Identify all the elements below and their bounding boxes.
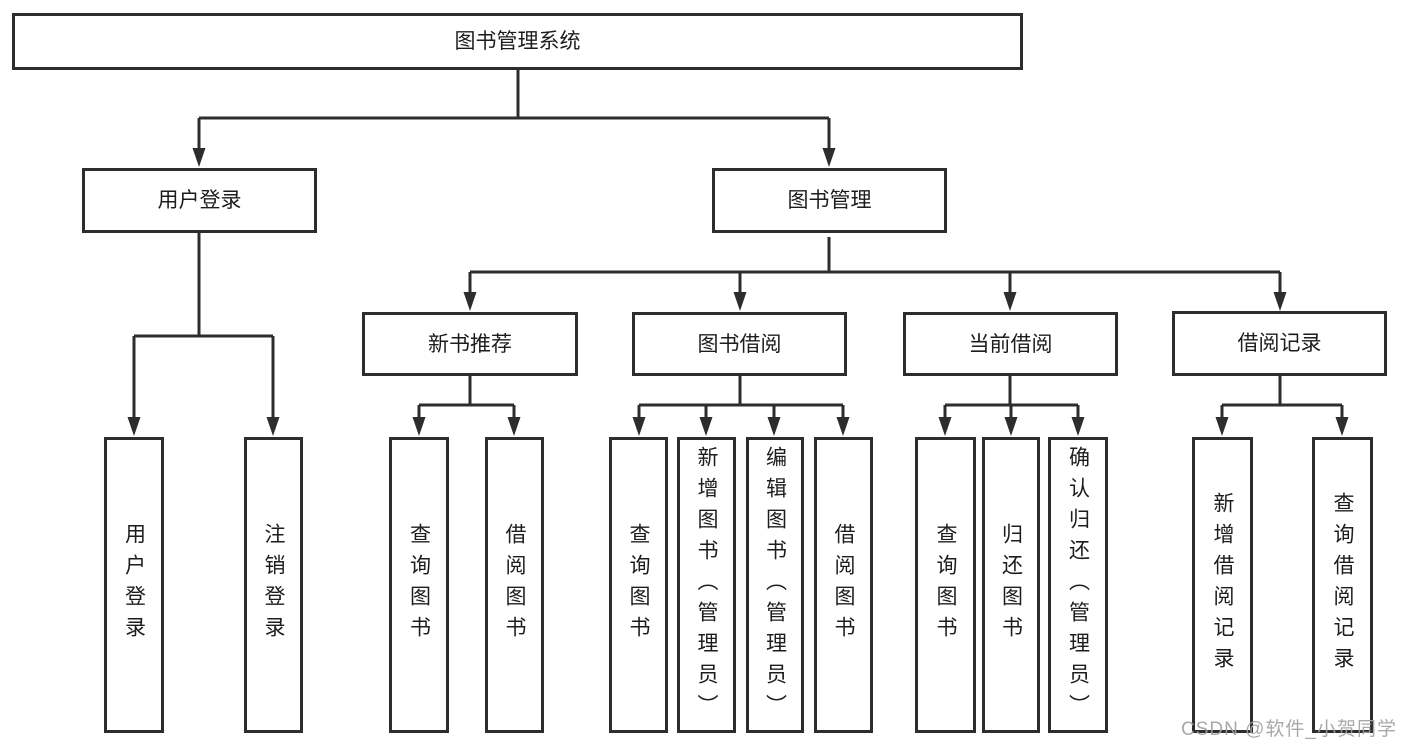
leaf-query-borrow-record-label: 查询借阅记录 bbox=[1331, 492, 1354, 678]
node-library-system-label: 图书管理系统 bbox=[454, 30, 581, 53]
leaf-borrow-books-recommend-label: 借阅图书 bbox=[503, 523, 526, 647]
leaf-user-login: 用户登录 bbox=[104, 437, 164, 733]
leaf-query-books-current: 查询图书 bbox=[915, 437, 976, 733]
node-user-login-label: 用户登录 bbox=[157, 189, 242, 212]
leaf-add-borrow-record-label: 新增借阅记录 bbox=[1211, 492, 1234, 678]
node-user-login: 用户登录 bbox=[82, 168, 317, 233]
leaf-borrow-books-label: 借阅图书 bbox=[832, 523, 855, 647]
leaf-borrow-books-recommend: 借阅图书 bbox=[485, 437, 544, 733]
node-book-management: 图书管理 bbox=[712, 168, 947, 233]
leaf-confirm-return-admin: 确认归还（管理员） bbox=[1048, 437, 1108, 733]
node-current-borrowing-label: 当前借阅 bbox=[968, 332, 1053, 356]
leaf-query-books-borrowing-label: 查询图书 bbox=[627, 523, 650, 647]
leaf-add-books-admin-label: 新增图书（管理员） bbox=[695, 445, 718, 725]
leaf-edit-books-admin: 编辑图书（管理员） bbox=[746, 437, 804, 733]
leaf-logout-login: 注销登录 bbox=[244, 437, 303, 733]
node-book-borrowing-label: 图书借阅 bbox=[697, 332, 782, 356]
leaf-query-books-borrowing: 查询图书 bbox=[609, 437, 668, 733]
node-new-book-recommend: 新书推荐 bbox=[362, 312, 578, 376]
leaf-user-login-label: 用户登录 bbox=[122, 523, 146, 647]
node-new-book-recommend-label: 新书推荐 bbox=[428, 332, 512, 356]
arrowheads bbox=[127, 148, 1349, 436]
leaf-return-books-label: 归还图书 bbox=[999, 523, 1023, 647]
leaf-return-books: 归还图书 bbox=[982, 437, 1040, 733]
node-borrow-records: 借阅记录 bbox=[1172, 311, 1387, 376]
leaf-query-books-current-label: 查询图书 bbox=[934, 523, 957, 647]
node-library-system: 图书管理系统 bbox=[12, 13, 1023, 70]
leaf-query-borrow-record: 查询借阅记录 bbox=[1312, 437, 1373, 733]
leaf-add-borrow-record: 新增借阅记录 bbox=[1192, 437, 1253, 733]
node-borrow-records-label: 借阅记录 bbox=[1237, 332, 1322, 355]
node-book-borrowing: 图书借阅 bbox=[632, 312, 847, 376]
leaf-edit-books-admin-label: 编辑图书（管理员） bbox=[763, 445, 787, 725]
node-current-borrowing: 当前借阅 bbox=[903, 312, 1118, 376]
leaf-query-books-recommend-label: 查询图书 bbox=[407, 523, 431, 647]
node-book-management-label: 图书管理 bbox=[787, 189, 872, 212]
leaf-confirm-return-admin-label: 确认归还（管理员） bbox=[1066, 445, 1090, 725]
leaf-query-books-recommend: 查询图书 bbox=[389, 437, 449, 733]
leaf-add-books-admin: 新增图书（管理员） bbox=[677, 437, 736, 733]
leaf-borrow-books: 借阅图书 bbox=[814, 437, 873, 733]
csdn-watermark: CSDN @软件_小贺同学 bbox=[1181, 719, 1397, 740]
leaf-logout-login-label: 注销登录 bbox=[262, 523, 285, 647]
